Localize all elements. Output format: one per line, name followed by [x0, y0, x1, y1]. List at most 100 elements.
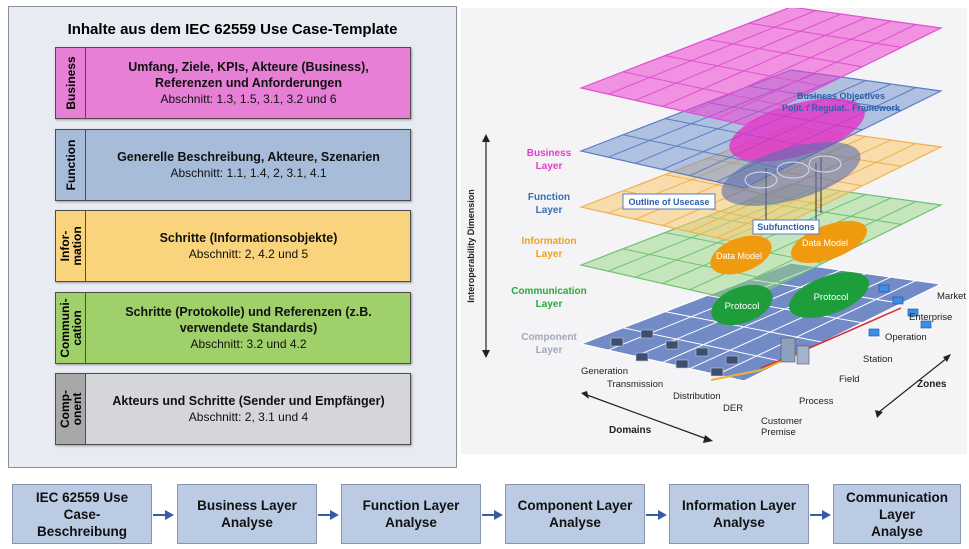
process-step-box: Function Layer Analyse [341, 484, 481, 544]
arrow-right-icon [482, 510, 503, 520]
device-icon [610, 337, 624, 347]
template-layer-name: Communi- cation [57, 298, 84, 358]
template-layer-side-label: Infor- mation [56, 211, 86, 281]
zones-label: Zones [917, 379, 947, 390]
subfunction-ellipse [744, 171, 778, 189]
template-layer-description: Akteurs und Schritte (Sender und Empfäng… [112, 394, 385, 408]
device-icon [695, 347, 709, 357]
zone-label: Enterprise [909, 312, 952, 323]
business-objectives-ellipse [729, 98, 865, 162]
template-layer-row: Function Generelle Beschreibung, Akteure,… [55, 129, 411, 201]
use-case-template-panel: Inhalte aus dem IEC 62559 Use Case-Templ… [8, 6, 457, 468]
template-layer-side-label: Comp- onent [56, 374, 86, 444]
process-step-label: Business Layer Analyse [197, 498, 297, 530]
domain-label: Generation [581, 366, 628, 377]
template-layer-sections: Abschnitt: 1.3, 1.5, 3.1, 3.2 und 6 [160, 92, 337, 106]
zones-axis [878, 357, 948, 413]
subfunction-ellipse [776, 161, 810, 179]
sgam-grid-line [689, 197, 892, 291]
device-icon [892, 296, 904, 305]
domain-label: Distribution [673, 391, 721, 402]
data-model-label: Data Model [802, 238, 848, 248]
device-icon [907, 308, 919, 317]
template-layer-sections: Abschnitt: 1.1, 1.4, 2, 3.1, 4.1 [170, 166, 327, 180]
template-layer-side-label: Business [56, 48, 86, 118]
domains-label: Domains [609, 425, 652, 436]
template-layer-row: Communi- cation Schritte (Protokolle) und… [55, 292, 411, 364]
device-icon [640, 329, 654, 339]
sgam-grid-line [716, 24, 917, 120]
protocol-label: Protocol [814, 292, 849, 303]
template-layer-name: Infor- mation [57, 226, 84, 266]
device-icon [635, 352, 649, 362]
process-step-label: Function Layer Analyse [362, 498, 460, 530]
outline-usecase-box [622, 193, 716, 210]
arrow-right-icon [153, 510, 174, 520]
device-icon [665, 340, 679, 350]
process-step-label: IEC 62559 Use Case- Beschreibung [35, 489, 129, 539]
process-step-box: Business Layer Analyse [177, 484, 317, 544]
sgam-grid-line [607, 10, 817, 95]
process-step-box: Component Layer Analyse [505, 484, 645, 544]
template-layer-sections: Abschnitt: 2, 4.2 und 5 [188, 247, 309, 261]
sgam-grid-line [716, 280, 917, 376]
template-layer-content: Schritte (Informationsobjekte)Abschnitt:… [87, 211, 410, 281]
template-layer-description: Umfang, Ziele, KPIs, Akteure (Business),… [128, 60, 369, 90]
device-icon [725, 355, 739, 365]
template-layer-description: Generelle Beschreibung, Akteure, Szenari… [117, 150, 380, 164]
template-title: Inhalte aus dem IEC 62559 Use Case-Templ… [67, 21, 398, 38]
sgam-layer-plane [578, 8, 944, 126]
template-layer-content: Umfang, Ziele, KPIs, Akteure (Business),… [87, 48, 410, 118]
component-devices [610, 284, 932, 381]
zone-label: Station [863, 354, 893, 365]
process-step-box: IEC 62559 Use Case- Beschreibung [12, 484, 152, 544]
subfunctions-label: Subfunctions [757, 222, 815, 232]
device-icon [868, 328, 880, 337]
axis-arrowhead-up [482, 134, 490, 142]
template-layer-name: Comp- onent [57, 390, 84, 428]
template-layer-sections: Abschnitt: 2, 3.1 und 4 [188, 410, 309, 424]
data-model-ellipse [790, 220, 868, 264]
building-icon [780, 337, 796, 363]
template-layer-side-label: Communi- cation [56, 293, 86, 363]
domains-arrowhead [581, 391, 589, 399]
grid-connection-line [760, 307, 902, 369]
device-icon [878, 284, 890, 293]
data-model-ellipse [710, 235, 772, 275]
template-layer-description: Schritte (Protokolle) und Referenzen (z.… [125, 305, 372, 335]
domain-label: Transmission [607, 379, 663, 390]
zone-label: Operation [885, 332, 927, 343]
template-layer-row: Business Umfang, Ziele, KPIs, Akteure (Bu… [55, 47, 411, 119]
data-model-label: Data Model [716, 251, 762, 261]
template-layer-sections: Abschnitt: 3.2 und 4.2 [190, 337, 307, 351]
device-icon [920, 320, 932, 329]
device-icon [675, 359, 689, 369]
template-layer-side-label: Function [56, 130, 86, 200]
template-layer-name: Business [63, 56, 78, 110]
arrow-right-icon [810, 510, 831, 520]
subfunction-ellipse [808, 155, 842, 173]
zone-label: Market [937, 291, 966, 302]
template-layer-content: Generelle Beschreibung, Akteure, Szenari… [87, 130, 410, 200]
building-icon [796, 345, 810, 365]
zone-label: Field [839, 374, 860, 385]
sgam-grid-line [662, 17, 867, 107]
interoperability-axis-label: Interoperability Dimension [466, 189, 476, 303]
sgam-grid-line [635, 13, 842, 101]
outline-usecase-label: Outline of Usecase [628, 197, 709, 207]
process-step-label: Component Layer Analyse [517, 498, 633, 530]
template-layer-name: Function [63, 139, 78, 191]
axis-arrowhead-down [482, 350, 490, 358]
process-step-box: Information Layer Analyse [669, 484, 809, 544]
domains-arrowhead [703, 435, 713, 443]
domains-axis [586, 394, 708, 440]
function-ellipse [721, 142, 861, 206]
